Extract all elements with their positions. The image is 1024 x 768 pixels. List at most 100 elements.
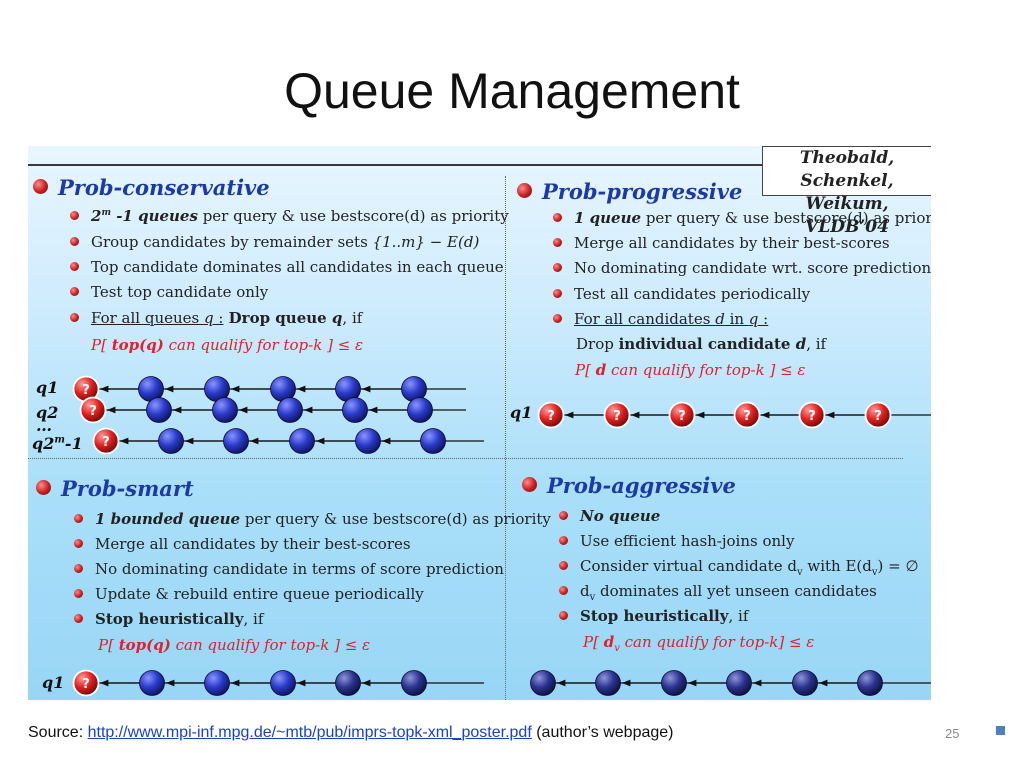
vertical-divider <box>505 176 506 700</box>
bullet-icon <box>553 238 562 247</box>
question-mark-label: ? <box>678 409 686 424</box>
bullet-icon <box>74 539 83 548</box>
conservative-item-4: Test top candidate only <box>70 283 268 301</box>
candidate-node <box>401 670 427 696</box>
queue-label-q1: q1 <box>36 378 59 397</box>
candidate-node <box>792 670 818 696</box>
source-suffix: (author’s webpage) <box>531 724 674 741</box>
heading-prob-progressive: Prob-progressive <box>517 179 742 204</box>
bullet-icon <box>74 564 83 573</box>
bullet-icon <box>553 263 562 272</box>
reference-line-1: Theobald, Schenkel, <box>799 148 895 191</box>
reference-line-2: Weikum, VLDB’04 <box>805 194 889 237</box>
source-line: Source: http://www.mpi-inf.mpg.de/~mtb/p… <box>28 724 674 742</box>
question-mark-label: ? <box>547 409 555 424</box>
conservative-item-5: For all queues q : Drop queue q, if <box>70 309 362 327</box>
smart-item-1: 1 bounded queue per query & use bestscor… <box>74 510 551 528</box>
candidate-node <box>277 397 303 423</box>
candidate-node <box>158 428 184 454</box>
smart-probability: P[ top(q) can qualify for top-k ] ≤ ε <box>98 636 371 654</box>
heading-prob-smart: Prob-smart <box>36 476 194 501</box>
horizontal-divider <box>28 458 903 459</box>
question-mark-label: ? <box>89 404 97 419</box>
candidate-node <box>407 397 433 423</box>
unknown-candidate-node: ? <box>733 401 761 429</box>
unknown-candidate-node: ? <box>537 401 565 429</box>
queue-label-q1-progressive: q1 <box>510 403 533 422</box>
smart-item-4: Update & rebuild entire queue periodical… <box>74 585 424 603</box>
conservative-item-1: 2m -1 queues per query & use bestscore(d… <box>70 207 509 225</box>
aggressive-item-2: Use efficient hash-joins only <box>559 532 794 550</box>
bullet-icon <box>70 262 79 271</box>
bullet-icon <box>559 511 568 520</box>
question-mark-label: ? <box>102 435 110 450</box>
aggressive-item-3: Consider virtual candidate dv with E(dv)… <box>559 557 919 578</box>
candidate-node <box>335 670 361 696</box>
unknown-candidate-node: ? <box>72 669 100 697</box>
candidate-node <box>420 428 446 454</box>
bullet-icon <box>70 237 79 246</box>
question-mark-label: ? <box>82 383 90 398</box>
candidate-node <box>661 670 687 696</box>
source-label: Source: <box>28 724 88 741</box>
smart-item-2: Merge all candidates by their best-score… <box>74 535 411 553</box>
bullet-icon <box>517 183 532 198</box>
bullet-icon <box>74 514 83 523</box>
unknown-candidate-node: ? <box>798 401 826 429</box>
aggressive-item-4: dv dominates all yet unseen candidates <box>559 582 877 603</box>
bullet-icon <box>559 611 568 620</box>
candidate-node <box>595 670 621 696</box>
candidate-node <box>212 397 238 423</box>
slide-marker-icon <box>996 726 1005 735</box>
queue-label-q1-smart: q1 <box>42 673 65 692</box>
queue-label-q2m-1: q2m-1 <box>32 434 83 453</box>
candidate-node <box>530 670 556 696</box>
bullet-icon <box>33 179 48 194</box>
unknown-candidate-node: ? <box>92 427 120 455</box>
aggressive-probability: P[ dv can qualify for top-k] ≤ ε <box>583 633 815 654</box>
question-mark-label: ? <box>874 409 882 424</box>
unknown-candidate-node: ? <box>668 401 696 429</box>
conservative-item-3: Top candidate dominates all candidates i… <box>70 258 504 276</box>
unknown-candidate-node: ? <box>603 401 631 429</box>
candidate-node <box>204 670 230 696</box>
top-rule <box>28 164 763 166</box>
candidate-node <box>146 397 172 423</box>
candidate-node <box>270 670 296 696</box>
bullet-icon <box>559 586 568 595</box>
bullet-icon <box>70 211 79 220</box>
reference-box: Theobald, Schenkel, Weikum, VLDB’04 <box>762 146 931 237</box>
bullet-icon <box>74 614 83 623</box>
progressive-drop-line: Drop individual candidate d, if <box>576 335 827 353</box>
heading-prob-conservative: Prob-conservative <box>33 175 270 200</box>
progressive-item-1: 1 queue per query & use bestscore(d) as … <box>553 209 931 227</box>
bullet-icon <box>553 213 562 222</box>
bullet-icon <box>74 589 83 598</box>
progressive-item-3: No dominating candidate wrt. score predi… <box>553 259 931 277</box>
bullet-icon <box>553 314 562 323</box>
queue-label-q2: q2 <box>36 403 59 422</box>
candidate-node <box>857 670 883 696</box>
bullet-icon <box>70 287 79 296</box>
candidate-node <box>289 428 315 454</box>
question-mark-label: ? <box>808 409 816 424</box>
smart-item-5: Stop heuristically, if <box>74 610 263 628</box>
conservative-item-2: Group candidates by remainder sets {1..m… <box>70 233 479 251</box>
bullet-icon <box>553 289 562 298</box>
progressive-item-2: Merge all candidates by their best-score… <box>553 234 890 252</box>
bullet-icon <box>522 477 537 492</box>
figure-panel: Theobald, Schenkel, Weikum, VLDB’04 Prob… <box>28 146 931 700</box>
candidate-node <box>223 428 249 454</box>
candidate-node <box>342 397 368 423</box>
progressive-item-5: For all candidates d in q : <box>553 310 768 328</box>
slide-title: Queue Management <box>284 63 740 119</box>
candidate-node <box>355 428 381 454</box>
page-number: 25 <box>945 726 960 741</box>
source-link[interactable]: http://www.mpi-inf.mpg.de/~mtb/pub/imprs… <box>87 724 532 741</box>
aggressive-item-1: No queue <box>559 507 660 525</box>
candidate-node <box>139 670 165 696</box>
bullet-icon <box>559 561 568 570</box>
question-mark-label: ? <box>743 409 751 424</box>
unknown-candidate-node: ? <box>864 401 892 429</box>
aggressive-item-5: Stop heuristically, if <box>559 607 748 625</box>
